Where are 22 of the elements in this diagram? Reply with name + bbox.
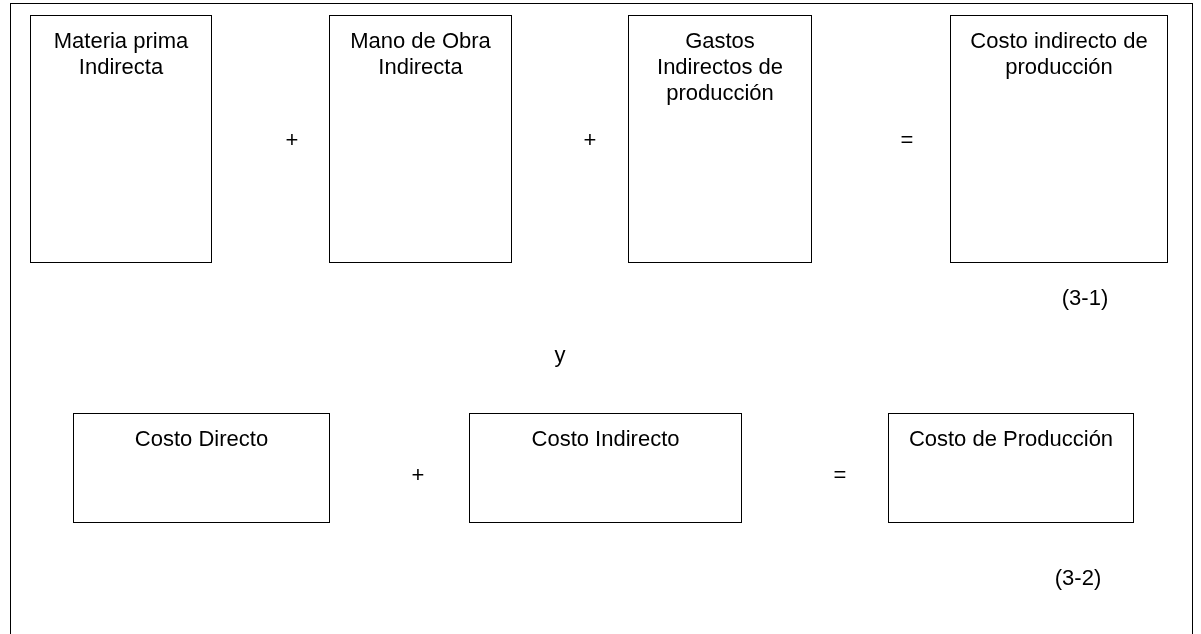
cost-box	[329, 15, 512, 263]
box-text: Costo Indirecto	[530, 426, 681, 452]
cost-box	[888, 413, 1134, 523]
box-text: Materia prima Indirecta	[52, 28, 190, 80]
cost-box	[950, 15, 1168, 263]
box-text: Gastos Indirectos de producción	[656, 28, 784, 106]
box-text: Mano de Obra Indirecta	[349, 28, 492, 80]
operator-symbol: +	[411, 462, 425, 488]
box-text: Costo indirecto de producción	[969, 28, 1149, 80]
box-text: Costo Directo	[133, 426, 270, 452]
cost-box	[73, 413, 330, 523]
operator-symbol: y	[554, 342, 566, 368]
operator-symbol: +	[583, 127, 597, 153]
operator-symbol: +	[285, 127, 299, 153]
equation-number: (3-2)	[1054, 565, 1102, 591]
cost-box	[628, 15, 812, 263]
cost-box	[30, 15, 212, 263]
operator-symbol: =	[833, 462, 847, 488]
cost-box	[469, 413, 742, 523]
equation-number: (3-1)	[1061, 285, 1109, 311]
box-text: Costo de Producción	[907, 426, 1115, 452]
operator-symbol: =	[900, 127, 914, 153]
